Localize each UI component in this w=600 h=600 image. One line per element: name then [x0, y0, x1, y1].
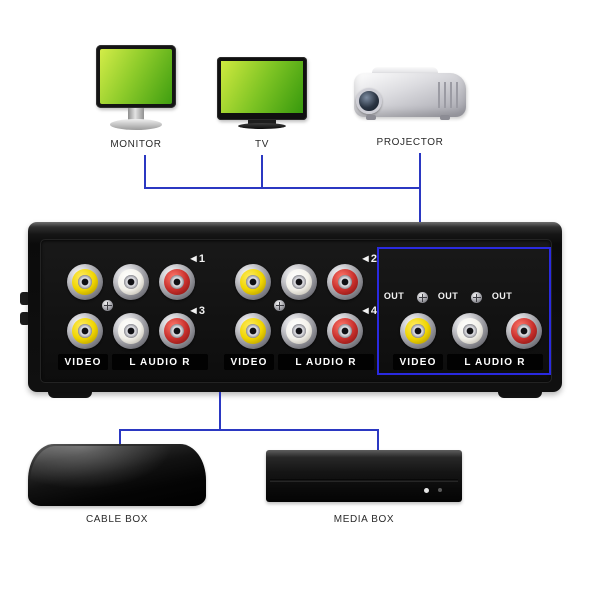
- screw-icon: [417, 292, 428, 303]
- cable-box-icon: [28, 444, 206, 506]
- input4-audio-left-jack: [281, 313, 317, 349]
- screw-icon: [102, 300, 113, 311]
- out-label-1: OUT: [383, 291, 405, 301]
- projector-label: PROJECTOR: [376, 137, 444, 148]
- port-label-video-2: VIDEO: [224, 354, 274, 370]
- tv-label: TV: [255, 139, 269, 150]
- projector-lens: [356, 88, 382, 114]
- projector-wire: [419, 153, 421, 187]
- input1-audio-right-jack: [159, 264, 195, 300]
- monitor-base: [110, 119, 162, 130]
- out-label-2: OUT: [437, 291, 459, 301]
- switch-input-wire: [219, 392, 221, 431]
- input4-label: ◄4: [360, 305, 378, 317]
- av-switch-box: ◄1 ◄2 ◄3 ◄4 OUT OUT OUT VIDEO L AUDIO R …: [28, 222, 562, 392]
- input3-audio-right-jack: [159, 313, 195, 349]
- tv-screen-frame: [217, 57, 307, 120]
- projector-foot: [366, 115, 376, 120]
- monitor-screen: [100, 49, 172, 104]
- port-label-video-1: VIDEO: [58, 354, 108, 370]
- monitor-stand: [128, 108, 144, 120]
- tv-stand: [248, 120, 276, 124]
- media-box-power-led: [424, 488, 429, 493]
- input3-video-jack: [67, 313, 103, 349]
- input1-label: ◄1: [188, 253, 206, 265]
- bottom-bus-wire: [119, 429, 379, 431]
- input1-audio-left-jack: [113, 264, 149, 300]
- input3-label: ◄3: [188, 305, 206, 317]
- monitor-label: MONITOR: [110, 139, 162, 150]
- media-box-slot: [270, 479, 458, 482]
- side-connector: [20, 292, 30, 305]
- input2-audio-right-jack: [327, 264, 363, 300]
- input2-video-jack: [235, 264, 271, 300]
- out-section-highlight: [377, 247, 551, 375]
- media-box-icon: [266, 450, 462, 502]
- out-label-3: OUT: [491, 291, 513, 301]
- input2-audio-left-jack: [281, 264, 317, 300]
- side-connector: [20, 312, 30, 325]
- monitor-wire: [144, 155, 146, 187]
- port-label-video-out: VIDEO: [393, 354, 443, 370]
- port-label-audio-out: L AUDIO R: [447, 354, 543, 370]
- input1-video-jack: [67, 264, 103, 300]
- input4-video-jack: [235, 313, 271, 349]
- top-bus-wire: [144, 187, 421, 189]
- port-label-audio-2: L AUDIO R: [278, 354, 374, 370]
- out-audio-right-jack: [506, 313, 542, 349]
- input3-audio-left-jack: [113, 313, 149, 349]
- out-video-jack: [400, 313, 436, 349]
- projector-foot: [440, 115, 450, 120]
- port-label-audio-1: L AUDIO R: [112, 354, 208, 370]
- switch-drop-wire: [419, 187, 421, 227]
- input4-audio-right-jack: [327, 313, 363, 349]
- screw-icon: [471, 292, 482, 303]
- cable-box-label: CABLE BOX: [85, 514, 149, 525]
- monitor-screen-frame: [96, 45, 176, 108]
- screw-icon: [274, 300, 285, 311]
- media-box-label: MEDIA BOX: [333, 514, 395, 525]
- projector-vents: [438, 82, 458, 108]
- input2-label: ◄2: [360, 253, 378, 265]
- tv-base: [238, 123, 286, 129]
- media-box-wire: [377, 429, 379, 452]
- tv-wire: [261, 155, 263, 187]
- tv-screen: [221, 61, 303, 113]
- media-box-button: [438, 488, 442, 492]
- cable-box-wire: [119, 429, 121, 452]
- out-audio-left-jack: [452, 313, 488, 349]
